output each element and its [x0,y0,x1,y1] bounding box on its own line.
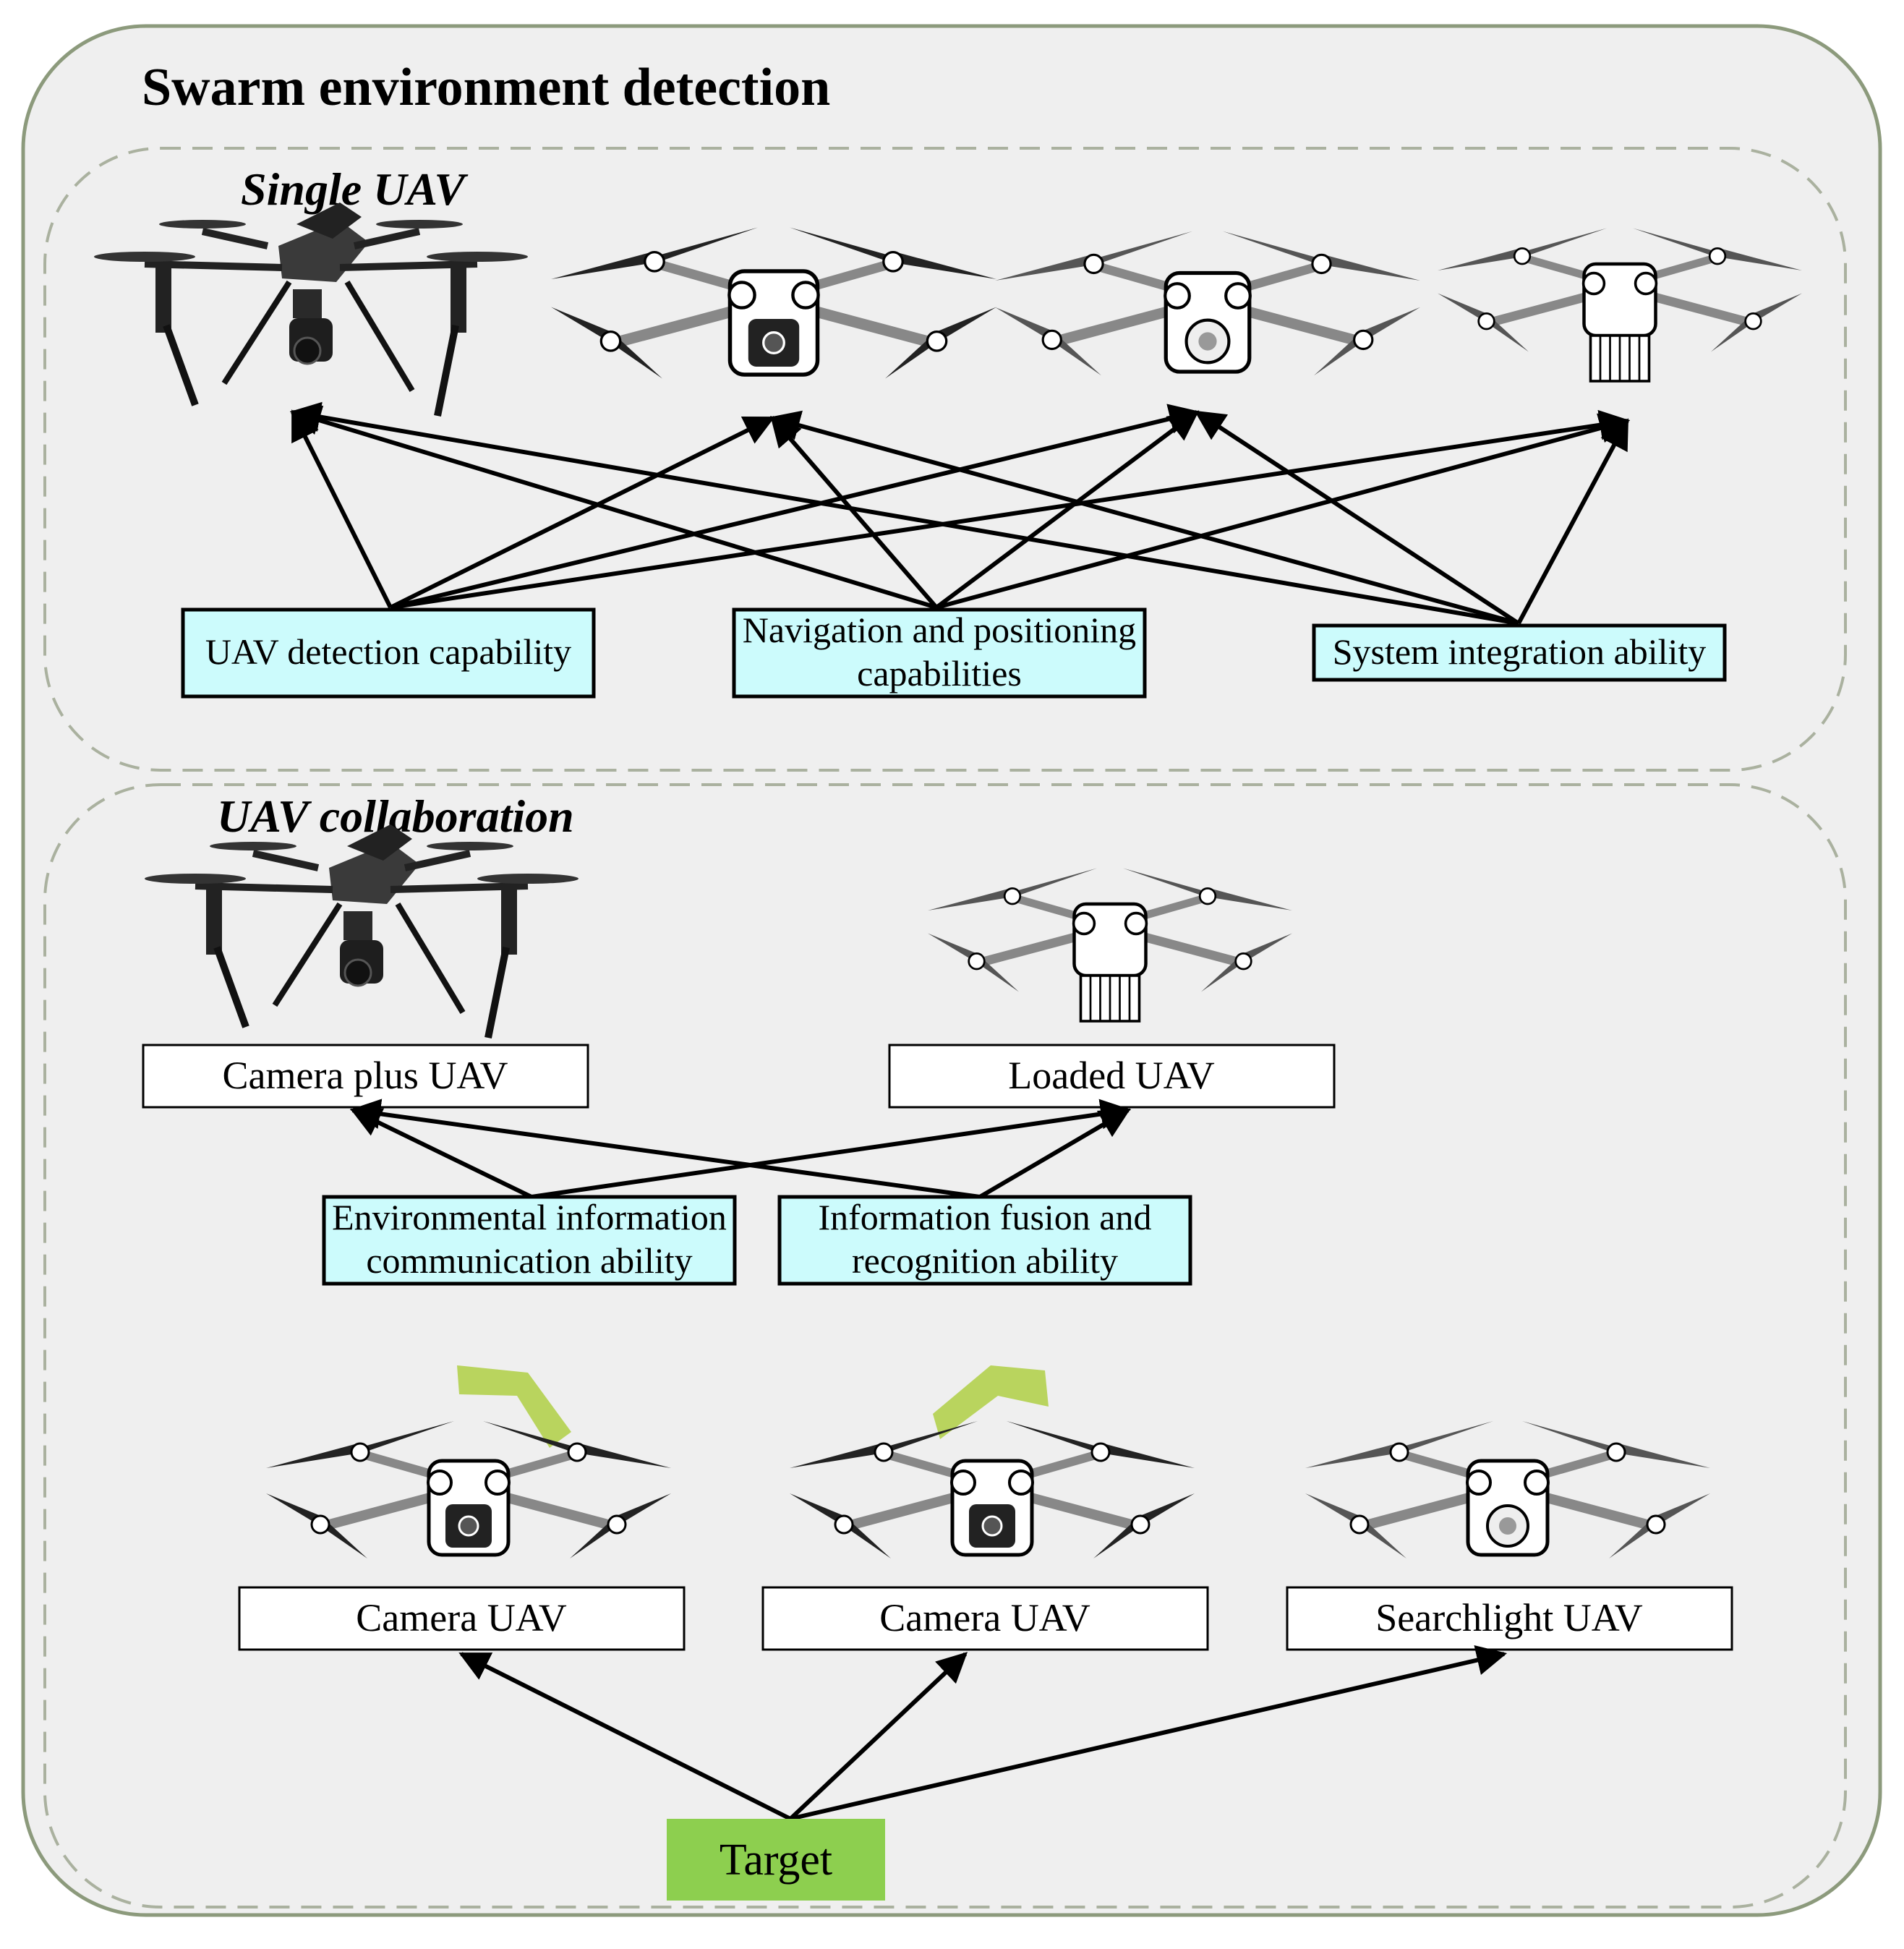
uav-collaboration-section [43,783,1847,1909]
single-uav-title: Single UAV [241,163,469,215]
capability-box-integration [1312,623,1727,682]
role-searchlight-label: Searchlight UAV [1375,1596,1642,1639]
capability-detection-label: UAV detection capability [205,631,571,672]
ability-box-communication [322,1195,737,1286]
signal-chevron-icon [933,1365,1049,1439]
ability-communication-label-line2: communication ability [366,1240,692,1281]
target-label: Target [720,1835,832,1885]
ability-fusion-label-line1: Information fusion and [818,1197,1151,1237]
target-box [667,1819,885,1901]
target-arrows [458,1645,1508,1821]
signal-chevron-icon [457,1365,571,1448]
capability-navigation-label-line1: Navigation and positioning [743,610,1136,650]
ability-communication-label-line1: Environmental information [332,1197,727,1237]
capability-integration-label: System integration ability [1333,631,1707,672]
capability-navigation-label-line2: capabilities [857,653,1022,694]
uav-type-loaded-label: Loaded UAV [1008,1054,1214,1097]
role-box-camera-2 [761,1586,1209,1651]
role-box-camera-1 [238,1586,686,1651]
uav-type-camera-plus-label: Camera plus UAV [223,1054,508,1097]
ability-fusion-label-line2: recognition ability [852,1240,1118,1281]
ability-box-fusion [777,1195,1192,1286]
capability-box-detection [181,607,596,699]
capability-box-navigation [732,607,1147,699]
role-box-searchlight [1286,1586,1733,1651]
diagram-title: Swarm environment detection [142,58,830,117]
single-uav-arrows [289,401,1631,626]
role-camera-2-label: Camera UAV [879,1596,1090,1639]
role-camera-1-label: Camera UAV [356,1596,566,1639]
collaboration-arrows [349,1099,1132,1199]
single-uav-section [43,147,1847,772]
